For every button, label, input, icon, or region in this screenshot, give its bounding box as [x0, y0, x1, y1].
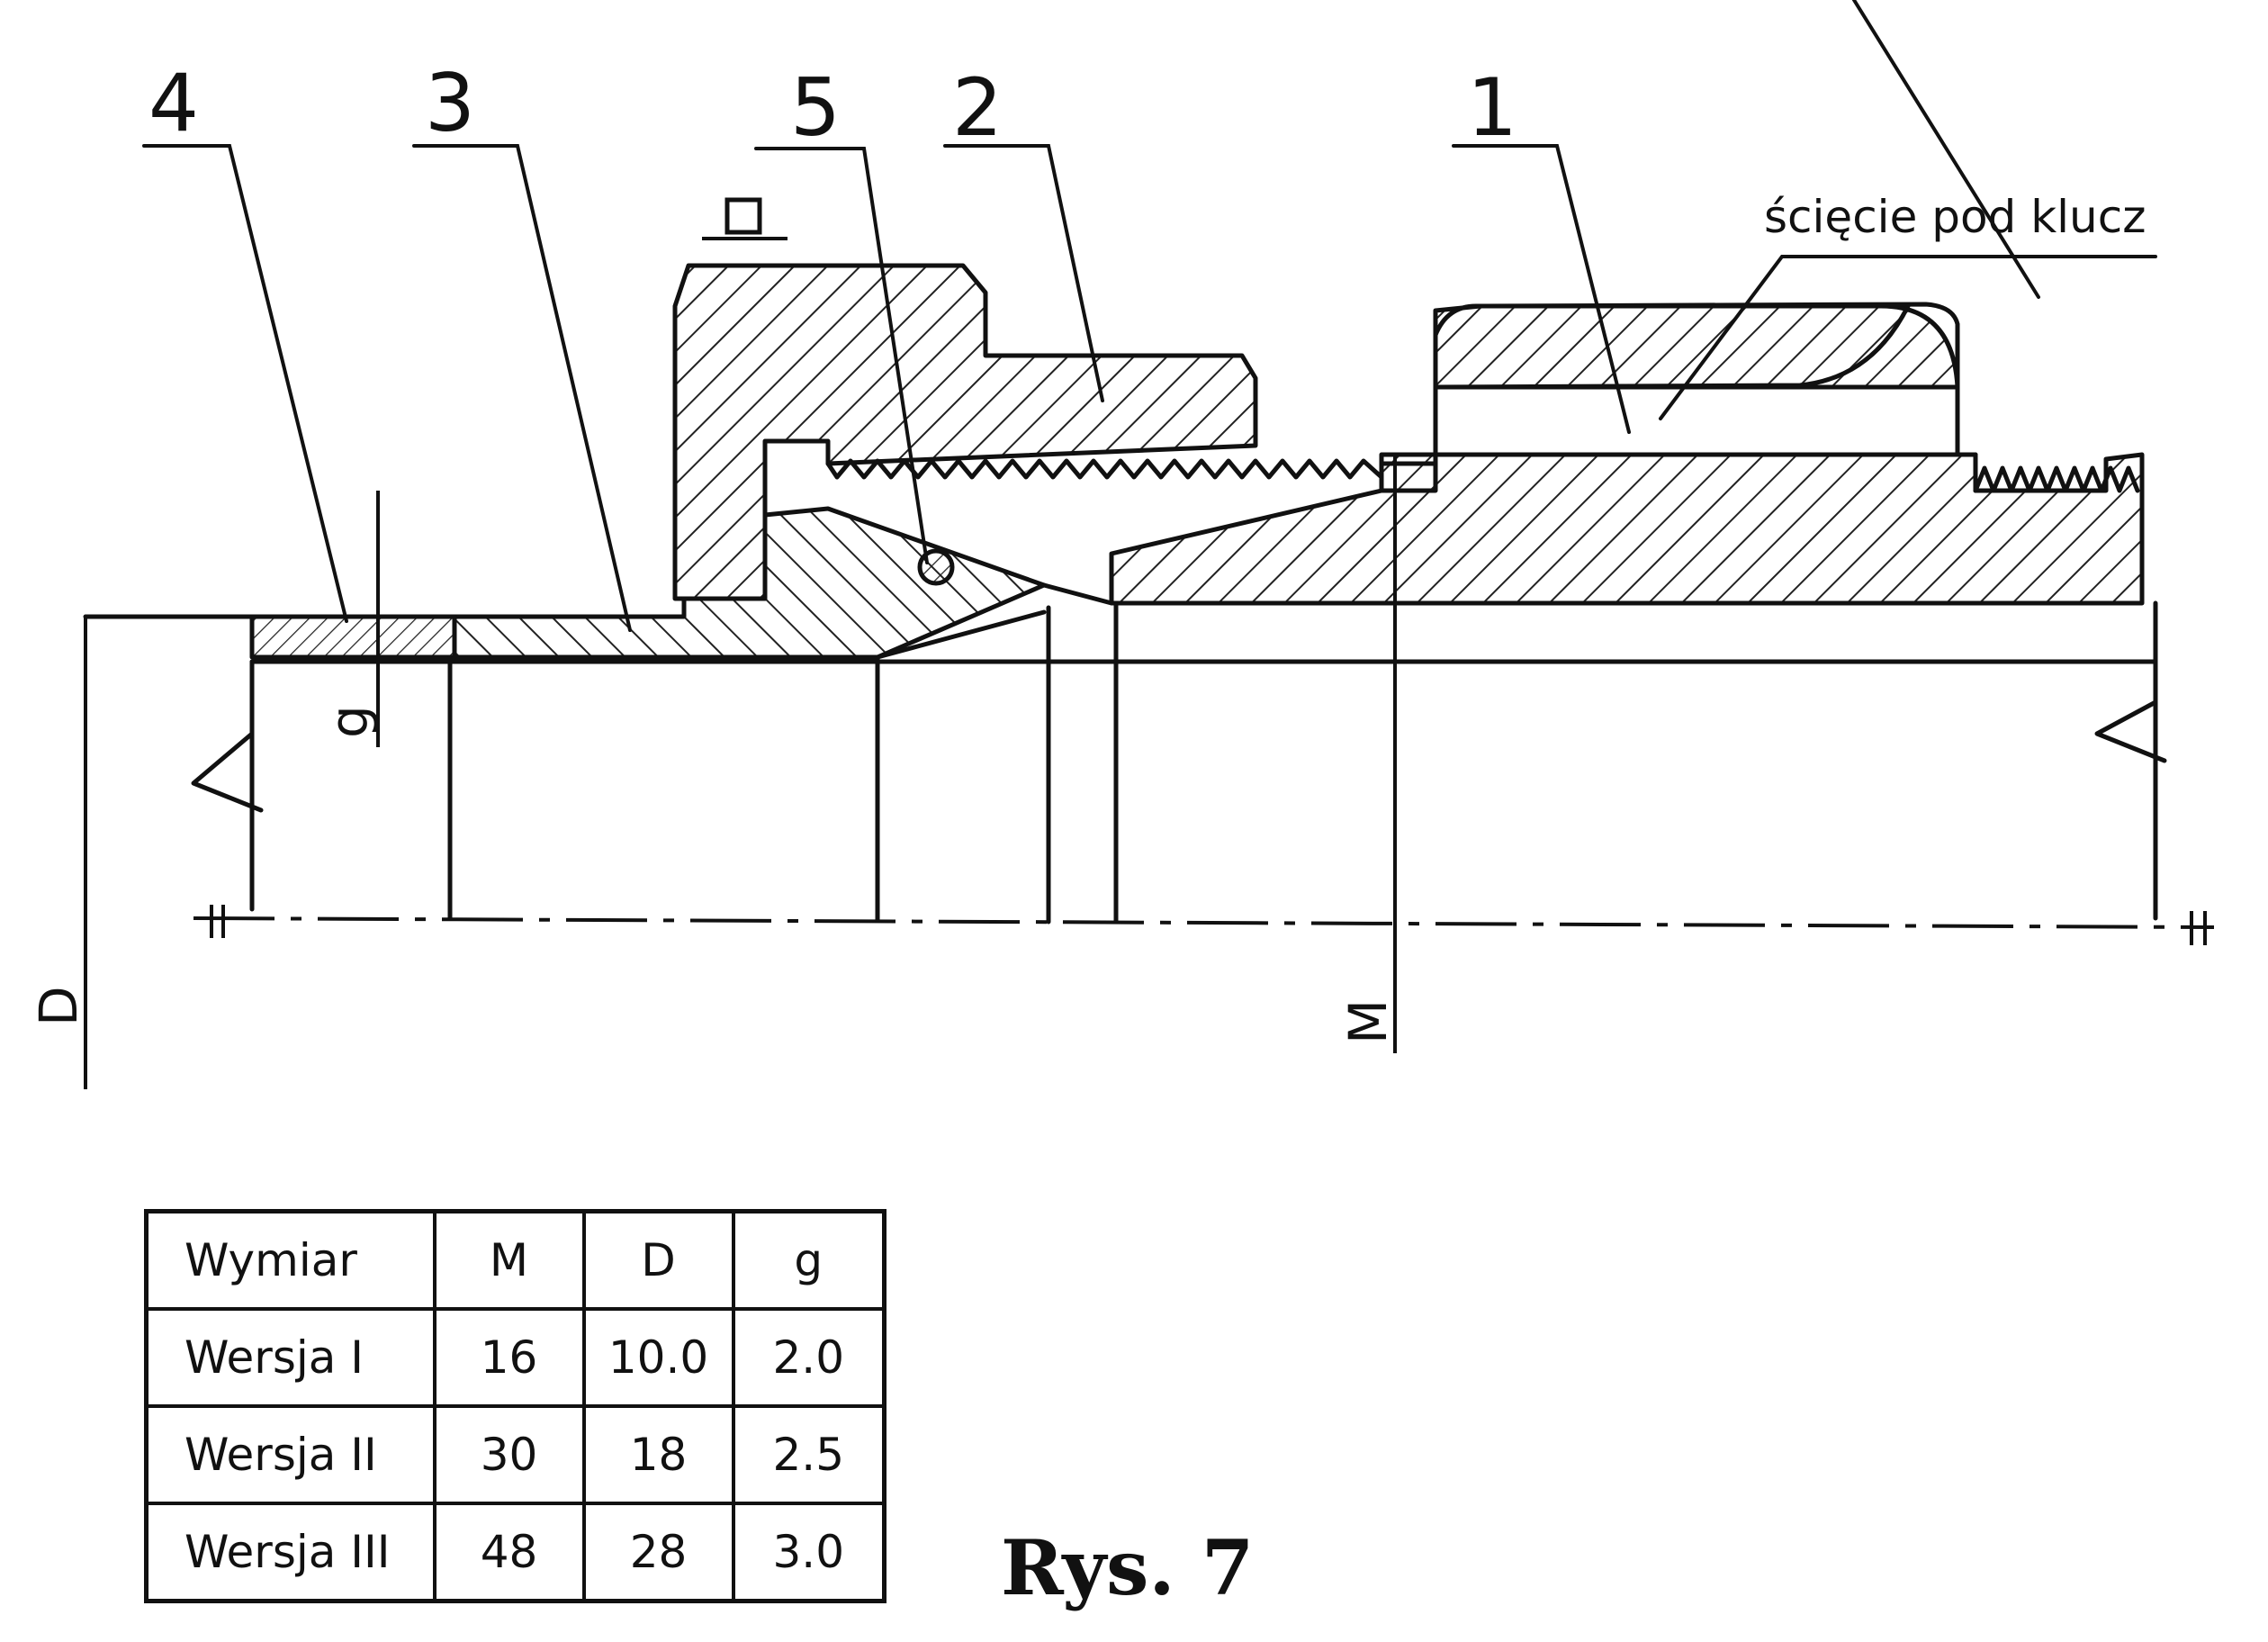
leader-top-right — [1852, 0, 2040, 299]
right-break-symbol — [2094, 699, 2167, 763]
table-cell: 2.5 — [731, 1404, 886, 1505]
part-1-outer-thread — [1973, 465, 2140, 493]
leader-part-4 — [142, 144, 348, 623]
callout-part-5: 5 — [790, 61, 841, 154]
square-symbol — [724, 197, 762, 235]
centerline-left-stop — [210, 905, 225, 938]
centerline-right-stop — [2190, 911, 2207, 945]
part-3-cone-inner — [875, 582, 1114, 660]
leader-part-2 — [943, 144, 1104, 402]
table-cell: 48 — [432, 1502, 586, 1603]
dimension-g-label: g — [319, 705, 380, 738]
leader-part-3 — [412, 144, 632, 632]
table-header-cell: g — [731, 1209, 886, 1311]
table-cell: 3.0 — [731, 1502, 886, 1603]
part-1-wrench-flat-curve — [1433, 303, 1911, 390]
table-header-row: Wymiar M D g — [144, 1209, 886, 1311]
leader-part-1 — [1452, 144, 1631, 434]
dimension-M-label: M — [1337, 999, 1399, 1044]
part-3-sleeve — [452, 506, 1047, 660]
table-cell: Wersja I — [144, 1307, 436, 1408]
callout-part-3: 3 — [425, 57, 475, 149]
leader-wrench-flat — [1659, 255, 2157, 420]
left-break-symbol — [191, 731, 264, 813]
part-1-body — [1109, 303, 2145, 606]
table-row: Wersja I 16 10.0 2.0 — [144, 1307, 886, 1408]
callout-part-4: 4 — [148, 57, 199, 149]
figure-caption: Rys. 7 — [1001, 1523, 1255, 1612]
table-header-cell: M — [432, 1209, 586, 1311]
callout-part-1: 1 — [1467, 61, 1517, 154]
table-header-cell: Wymiar — [144, 1209, 436, 1311]
dimension-table: Wymiar M D g Wersja I 16 10.0 2.0 Wersja… — [144, 1209, 886, 1603]
table-header-cell: D — [581, 1209, 735, 1311]
table-cell: 28 — [581, 1502, 735, 1603]
bore-vertical-lines — [249, 600, 2158, 925]
part-2-nut-inner-thread — [825, 458, 1384, 480]
part-4-pipe-wall — [249, 614, 457, 660]
centerline — [193, 916, 2215, 929]
table-cell: 16 — [432, 1307, 586, 1408]
table-cell: Wersja II — [144, 1404, 436, 1505]
wrench-flat-annotation: ścięcie pod klucz — [1764, 191, 2146, 243]
table-cell: 30 — [432, 1404, 586, 1505]
table-row: Wersja II 30 18 2.5 — [144, 1404, 886, 1505]
table-cell: 2.0 — [731, 1307, 886, 1408]
table-row: Wersja III 48 28 3.0 — [144, 1502, 886, 1603]
dimension-D-label: D — [28, 986, 89, 1026]
table-cell: 10.0 — [581, 1307, 735, 1408]
leader-part-5 — [754, 147, 929, 564]
table-cell: Wersja III — [144, 1502, 436, 1603]
table-cell: 18 — [581, 1404, 735, 1505]
part-1-wrench-flat-top — [1433, 302, 1978, 493]
callout-part-2: 2 — [952, 61, 1003, 154]
